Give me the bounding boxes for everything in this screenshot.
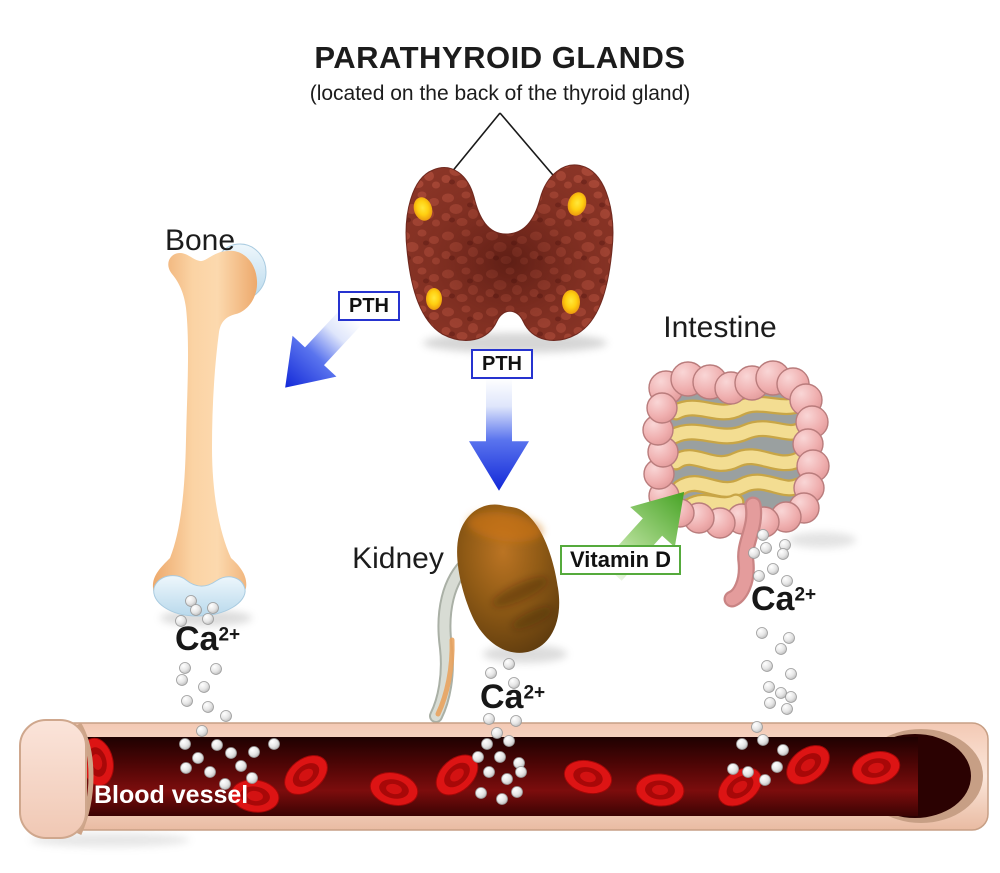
intestine-label: Intestine (663, 311, 777, 344)
bone-label: Bone (164, 224, 236, 257)
kidney-illustration (429, 504, 567, 723)
pth-arrow-to-kidney (469, 378, 529, 491)
vitamin-d-box: Vitamin D (560, 545, 682, 575)
intestine-illustration (642, 360, 856, 608)
parathyroid-glands (413, 192, 587, 314)
calcium-label-intestine: Ca2+ (751, 580, 817, 618)
pth-box-bone: PTH (338, 291, 400, 321)
thyroid-illustration (405, 164, 614, 353)
kidney-label: Kidney (352, 542, 444, 575)
femur (152, 250, 258, 614)
blood-vessel-label: Blood vessel (94, 781, 249, 809)
page-subtitle: (located on the back of the thyroid glan… (309, 82, 691, 105)
pth-box-kidney: PTH (471, 349, 533, 379)
bone-illustration (152, 243, 267, 626)
calcium-label-kidney: Ca2+ (480, 678, 546, 716)
calcium-label-bone: Ca2+ (175, 620, 241, 658)
page-title: PARATHYROID GLANDS (314, 40, 686, 75)
cartilage-bottom (153, 575, 246, 617)
vessel-open-cap (19, 719, 87, 839)
